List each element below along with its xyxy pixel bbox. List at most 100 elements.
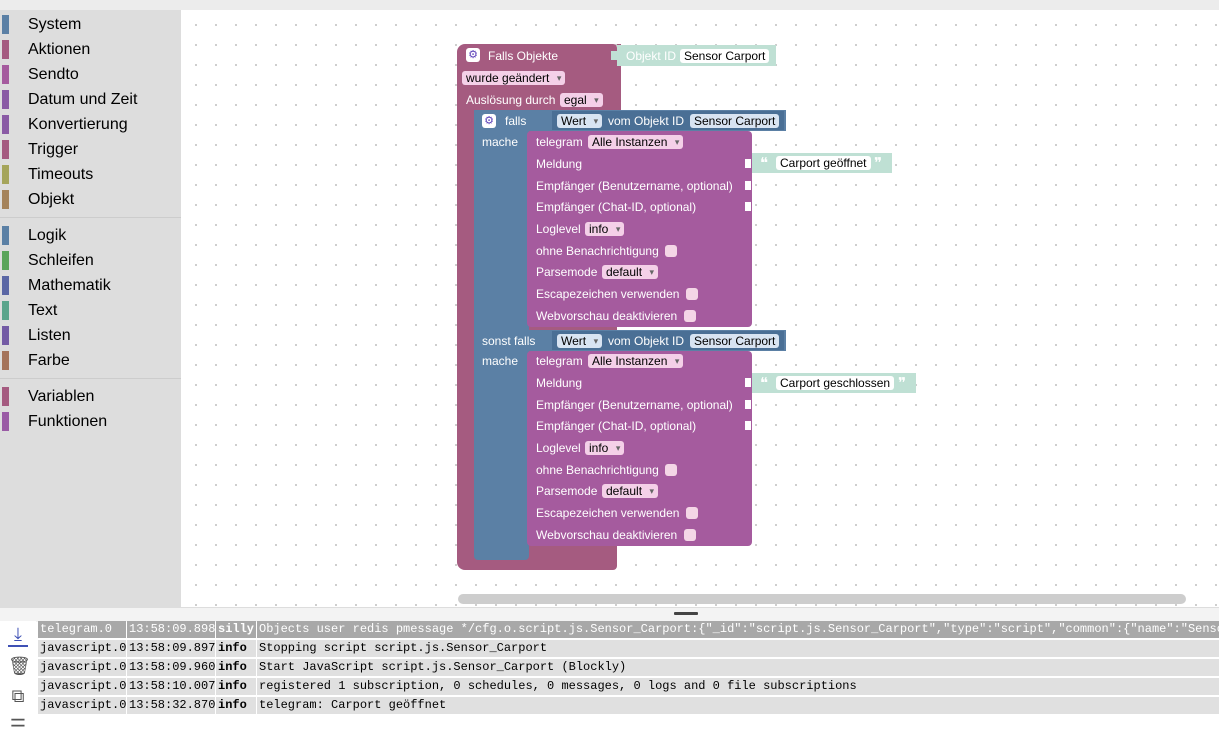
category-color-bar [2,251,9,270]
toolbox-category-farbe[interactable]: Farbe [0,349,181,372]
log-source: javascript.0 [38,659,126,676]
category-color-bar [2,140,9,159]
ausloesung-label: Auslösung durch [466,93,556,107]
text-value[interactable]: Carport geöffnet [776,156,871,170]
input-port [745,202,751,211]
category-label: Trigger [28,141,79,158]
log-level: silly [216,621,256,638]
log-row: telegram.0 13:58:09.898 silly Objects us… [36,621,1219,639]
vom-objekt-label: vom Objekt ID [608,114,685,128]
toolbox-category-konvertierung[interactable]: Konvertierung [0,113,181,136]
category-color-bar [2,351,9,370]
category-label: Datum und Zeit [28,91,138,108]
category-label: System [28,16,82,33]
list-icon[interactable]: ☰ [9,716,27,729]
toolbox-category-objekt[interactable]: Objekt [0,188,181,211]
parsemode-dropdown[interactable]: default [602,484,659,498]
objekt-id-label: Objekt ID [626,49,677,63]
input-port [745,421,751,430]
workspace-horizontal-scrollbar[interactable] [458,594,1186,604]
ausloesung-dropdown[interactable]: egal [560,93,603,107]
meldung-label: Meldung [536,376,583,390]
sensor-field[interactable]: Sensor Carport [690,114,780,128]
category-color-bar [2,190,9,209]
webvorschau-label: Webvorschau deaktivieren [536,528,678,542]
category-label: Aktionen [28,41,91,58]
telegram-block[interactable] [527,131,752,327]
log-source: javascript.0 [38,678,126,695]
log-row: javascript.0 13:58:10.007 info registere… [36,678,1219,696]
blockly-toolbox: System Aktionen Sendto Datum und Zeit Ko… [0,10,181,607]
category-label: Timeouts [28,166,94,183]
close-quote-icon: ❞ [898,374,907,392]
resize-grip-icon[interactable] [674,612,698,615]
toolbox-category-sendto[interactable]: Sendto [0,63,181,86]
toolbox-category-schleifen[interactable]: Schleifen [0,249,181,272]
toolbox-category-text[interactable]: Text [0,299,181,322]
category-label: Schleifen [28,252,94,269]
log-row: javascript.0 13:58:32.870 info telegram:… [36,697,1219,715]
ohne-benachrichtigung-checkbox[interactable] [665,245,677,257]
toolbox-category-datum-und-zeit[interactable]: Datum und Zeit [0,88,181,111]
vom-objekt-label: vom Objekt ID [608,334,685,348]
loglevel-label: Loglevel [536,222,581,236]
wert-dropdown[interactable]: Wert [557,114,603,128]
category-color-bar [2,165,9,184]
webvorschau-checkbox[interactable] [684,310,696,322]
toolbox-category-aktionen[interactable]: Aktionen [0,38,181,61]
objekt-id-field[interactable]: Sensor Carport [680,49,770,63]
gear-icon[interactable]: ⚙ [466,48,480,62]
empfaenger-user-label: Empfänger (Benutzername, optional) [536,179,733,193]
category-label: Text [28,302,58,319]
escapezeichen-checkbox[interactable] [686,288,698,300]
toolbox-category-system[interactable]: System [0,13,181,36]
panel-resize-divider[interactable] [0,607,1219,622]
input-port [745,378,751,387]
loglevel-dropdown[interactable]: info [585,441,625,455]
mache-label: mache [482,135,519,149]
text-block[interactable]: ❝ Carport geschlossen ❞ [752,373,916,393]
toolbox-category-trigger[interactable]: Trigger [0,138,181,161]
wert-dropdown[interactable]: Wert [557,334,603,348]
copy-icon[interactable]: ⧉ [11,686,25,706]
text-block[interactable]: ❝ Carport geöffnet ❞ [752,153,892,173]
text-value[interactable]: Carport geschlossen [776,376,895,390]
escapezeichen-checkbox[interactable] [686,507,698,519]
instances-dropdown[interactable]: Alle Instanzen [588,135,684,149]
trigger-block-header [617,44,621,110]
log-row: javascript.0 13:58:09.897 info Stopping … [36,640,1219,658]
category-color-bar [2,90,9,109]
log-panel: telegram.0 13:58:09.898 silly Objects us… [36,621,1219,729]
log-source: javascript.0 [38,640,126,657]
clear-log-icon[interactable]: 🗑 [8,656,31,676]
toolbox-category-funktionen[interactable]: Funktionen [0,410,181,433]
empfaenger-chat-label: Empfänger (Chat-ID, optional) [536,419,697,433]
changed-dropdown[interactable]: wurde geändert [462,71,566,85]
log-message: Start JavaScript script.js.Sensor_Carpor… [257,659,1219,676]
meldung-label: Meldung [536,157,583,171]
toolbox-category-mathematik[interactable]: Mathematik [0,274,181,297]
ohne-benachrichtigung-checkbox[interactable] [665,464,677,476]
toolbox-category-timeouts[interactable]: Timeouts [0,163,181,186]
category-label: Funktionen [28,413,108,430]
toolbox-category-listen[interactable]: Listen [0,324,181,347]
log-message: Objects user redis pmessage */cfg.o.scri… [257,621,1219,638]
webvorschau-checkbox[interactable] [684,529,696,541]
close-quote-icon: ❞ [874,154,883,172]
gear-icon[interactable]: ⚙ [482,114,496,128]
sensor-field[interactable]: Sensor Carport [690,334,780,348]
loglevel-dropdown[interactable]: info [585,222,625,236]
parsemode-dropdown[interactable]: default [602,265,659,279]
escapezeichen-label: Escapezeichen verwenden [536,287,680,301]
toolbox-category-logik[interactable]: Logik [0,224,181,247]
log-source: telegram.0 [38,621,126,638]
scroll-to-bottom-icon[interactable]: ⤓ [8,623,28,647]
category-label: Listen [28,327,71,344]
toolbox-category-variablen[interactable]: Variablen [0,385,181,408]
category-color-bar [2,15,9,34]
category-color-bar [2,276,9,295]
input-port [745,181,751,190]
telegram-block[interactable] [527,351,752,546]
instances-dropdown[interactable]: Alle Instanzen [588,354,684,368]
log-time: 13:58:09.898 [127,621,215,638]
